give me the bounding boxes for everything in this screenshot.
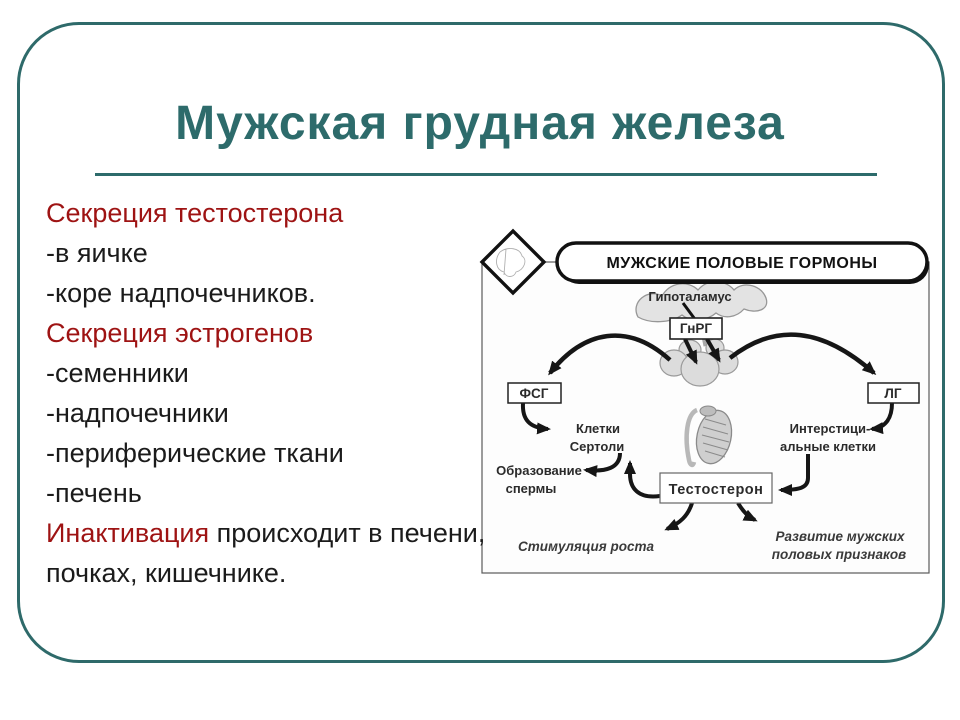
page-title: Мужская грудная железа — [175, 97, 785, 150]
svg-text:Клетки: Клетки — [576, 421, 620, 436]
arrow-testosterone-to-sertoli — [624, 460, 661, 499]
svg-text:Интерстици-: Интерстици- — [790, 421, 871, 436]
arrow-testosterone-to-growth — [664, 502, 694, 531]
list-item: -периферические ткани — [46, 433, 516, 473]
sertoli-cells-label: Клетки Сертоли — [570, 421, 624, 454]
diagram-banner: МУЖСКИЕ ПОЛОВЫЕ ГОРМОНЫ — [555, 241, 929, 284]
list-item-label: Секреция эстрогенов — [46, 318, 314, 348]
hormone-diagram-image: МУЖСКИЕ ПОЛОВЫЕ ГОРМОНЫ Гипоталамус ГнРГ… — [478, 222, 932, 575]
list-item-label: -печень — [46, 478, 142, 508]
lh-label: ЛГ — [884, 386, 901, 401]
svg-text:Сертоли: Сертоли — [570, 439, 624, 454]
arrow-sertoli-to-sperm — [583, 452, 622, 478]
arrow-fsh-to-sertoli — [520, 402, 551, 435]
list-item-label: -семенники — [46, 358, 189, 388]
diamond-sketch — [496, 248, 526, 277]
arrow-testosterone-to-traits — [736, 501, 758, 522]
list-item: -коре надпочечников. — [46, 273, 516, 313]
lh-box: ЛГ — [867, 382, 920, 404]
sperm-formation-label: Образование спермы — [496, 463, 582, 496]
list-item-label: -коре надпочечников. — [46, 278, 316, 308]
fsh-label: ФСГ — [520, 386, 549, 401]
list-item: -надпочечники — [46, 393, 516, 433]
svg-text:Развитие мужских: Развитие мужских — [775, 529, 905, 544]
arrow-to-fsh — [548, 333, 672, 376]
testosterone-box: Тестостерон — [659, 472, 773, 504]
svg-text:альные клетки: альные клетки — [780, 439, 876, 454]
list-item-label: -в яичке — [46, 238, 148, 268]
list-item-label: -надпочечники — [46, 398, 229, 428]
list-item: Секреция тестостерона — [46, 193, 516, 233]
arrow-gnrh-right — [705, 338, 721, 363]
hormone-diagram-svg: МУЖСКИЕ ПОЛОВЫЕ ГОРМОНЫ Гипоталамус ГнРГ… — [479, 228, 930, 574]
gnrh-box: ГнРГ — [669, 317, 723, 340]
inactivation-line-2: почках, кишечнике. — [46, 558, 287, 588]
svg-text:половых признаков: половых признаков — [772, 547, 906, 562]
testis-drawing — [684, 405, 733, 468]
flow-arrows — [520, 332, 894, 531]
svg-text:Образование: Образование — [496, 463, 582, 478]
inactivation-lead: Инактивация — [46, 518, 210, 548]
arrow-to-lh — [728, 332, 877, 375]
bullet-list: Секреция тестостерона -в яичке -коре над… — [46, 193, 516, 593]
list-item: -в яичке — [46, 233, 516, 273]
svg-text:спермы: спермы — [506, 481, 557, 496]
gnrh-label: ГнРГ — [680, 321, 712, 336]
diamond-marker — [479, 228, 547, 296]
list-item-label: -периферические ткани — [46, 438, 344, 468]
arrow-lh-to-interstitial — [869, 402, 894, 435]
inactivation-line-1: Инактивация происходит в печени, — [46, 513, 516, 553]
list-item: Секреция эстрогенов — [46, 313, 516, 353]
list-item: -семенники — [46, 353, 516, 393]
growth-stimulation-label: Стимуляция роста — [518, 539, 655, 554]
hypothalamus-label: Гипоталамус — [648, 289, 731, 304]
interstitial-cells-label: Интерстици- альные клетки — [780, 421, 876, 454]
diagram-banner-label: МУЖСКИЕ ПОЛОВЫЕ ГОРМОНЫ — [606, 255, 877, 272]
testosterone-label: Тестостерон — [669, 482, 764, 498]
arrow-gnrh-left — [683, 338, 698, 365]
fsh-box: ФСГ — [507, 382, 562, 404]
title-underline — [95, 173, 877, 176]
inactivation-rest: происходит в печени, — [209, 518, 486, 548]
list-item: -печень — [46, 473, 516, 513]
slide-border — [17, 22, 945, 663]
list-item-label: Секреция тестостерона — [46, 198, 344, 228]
male-traits-label: Развитие мужских половых признаков — [772, 529, 906, 562]
arrow-interstitial-to-testosterone — [778, 454, 810, 496]
